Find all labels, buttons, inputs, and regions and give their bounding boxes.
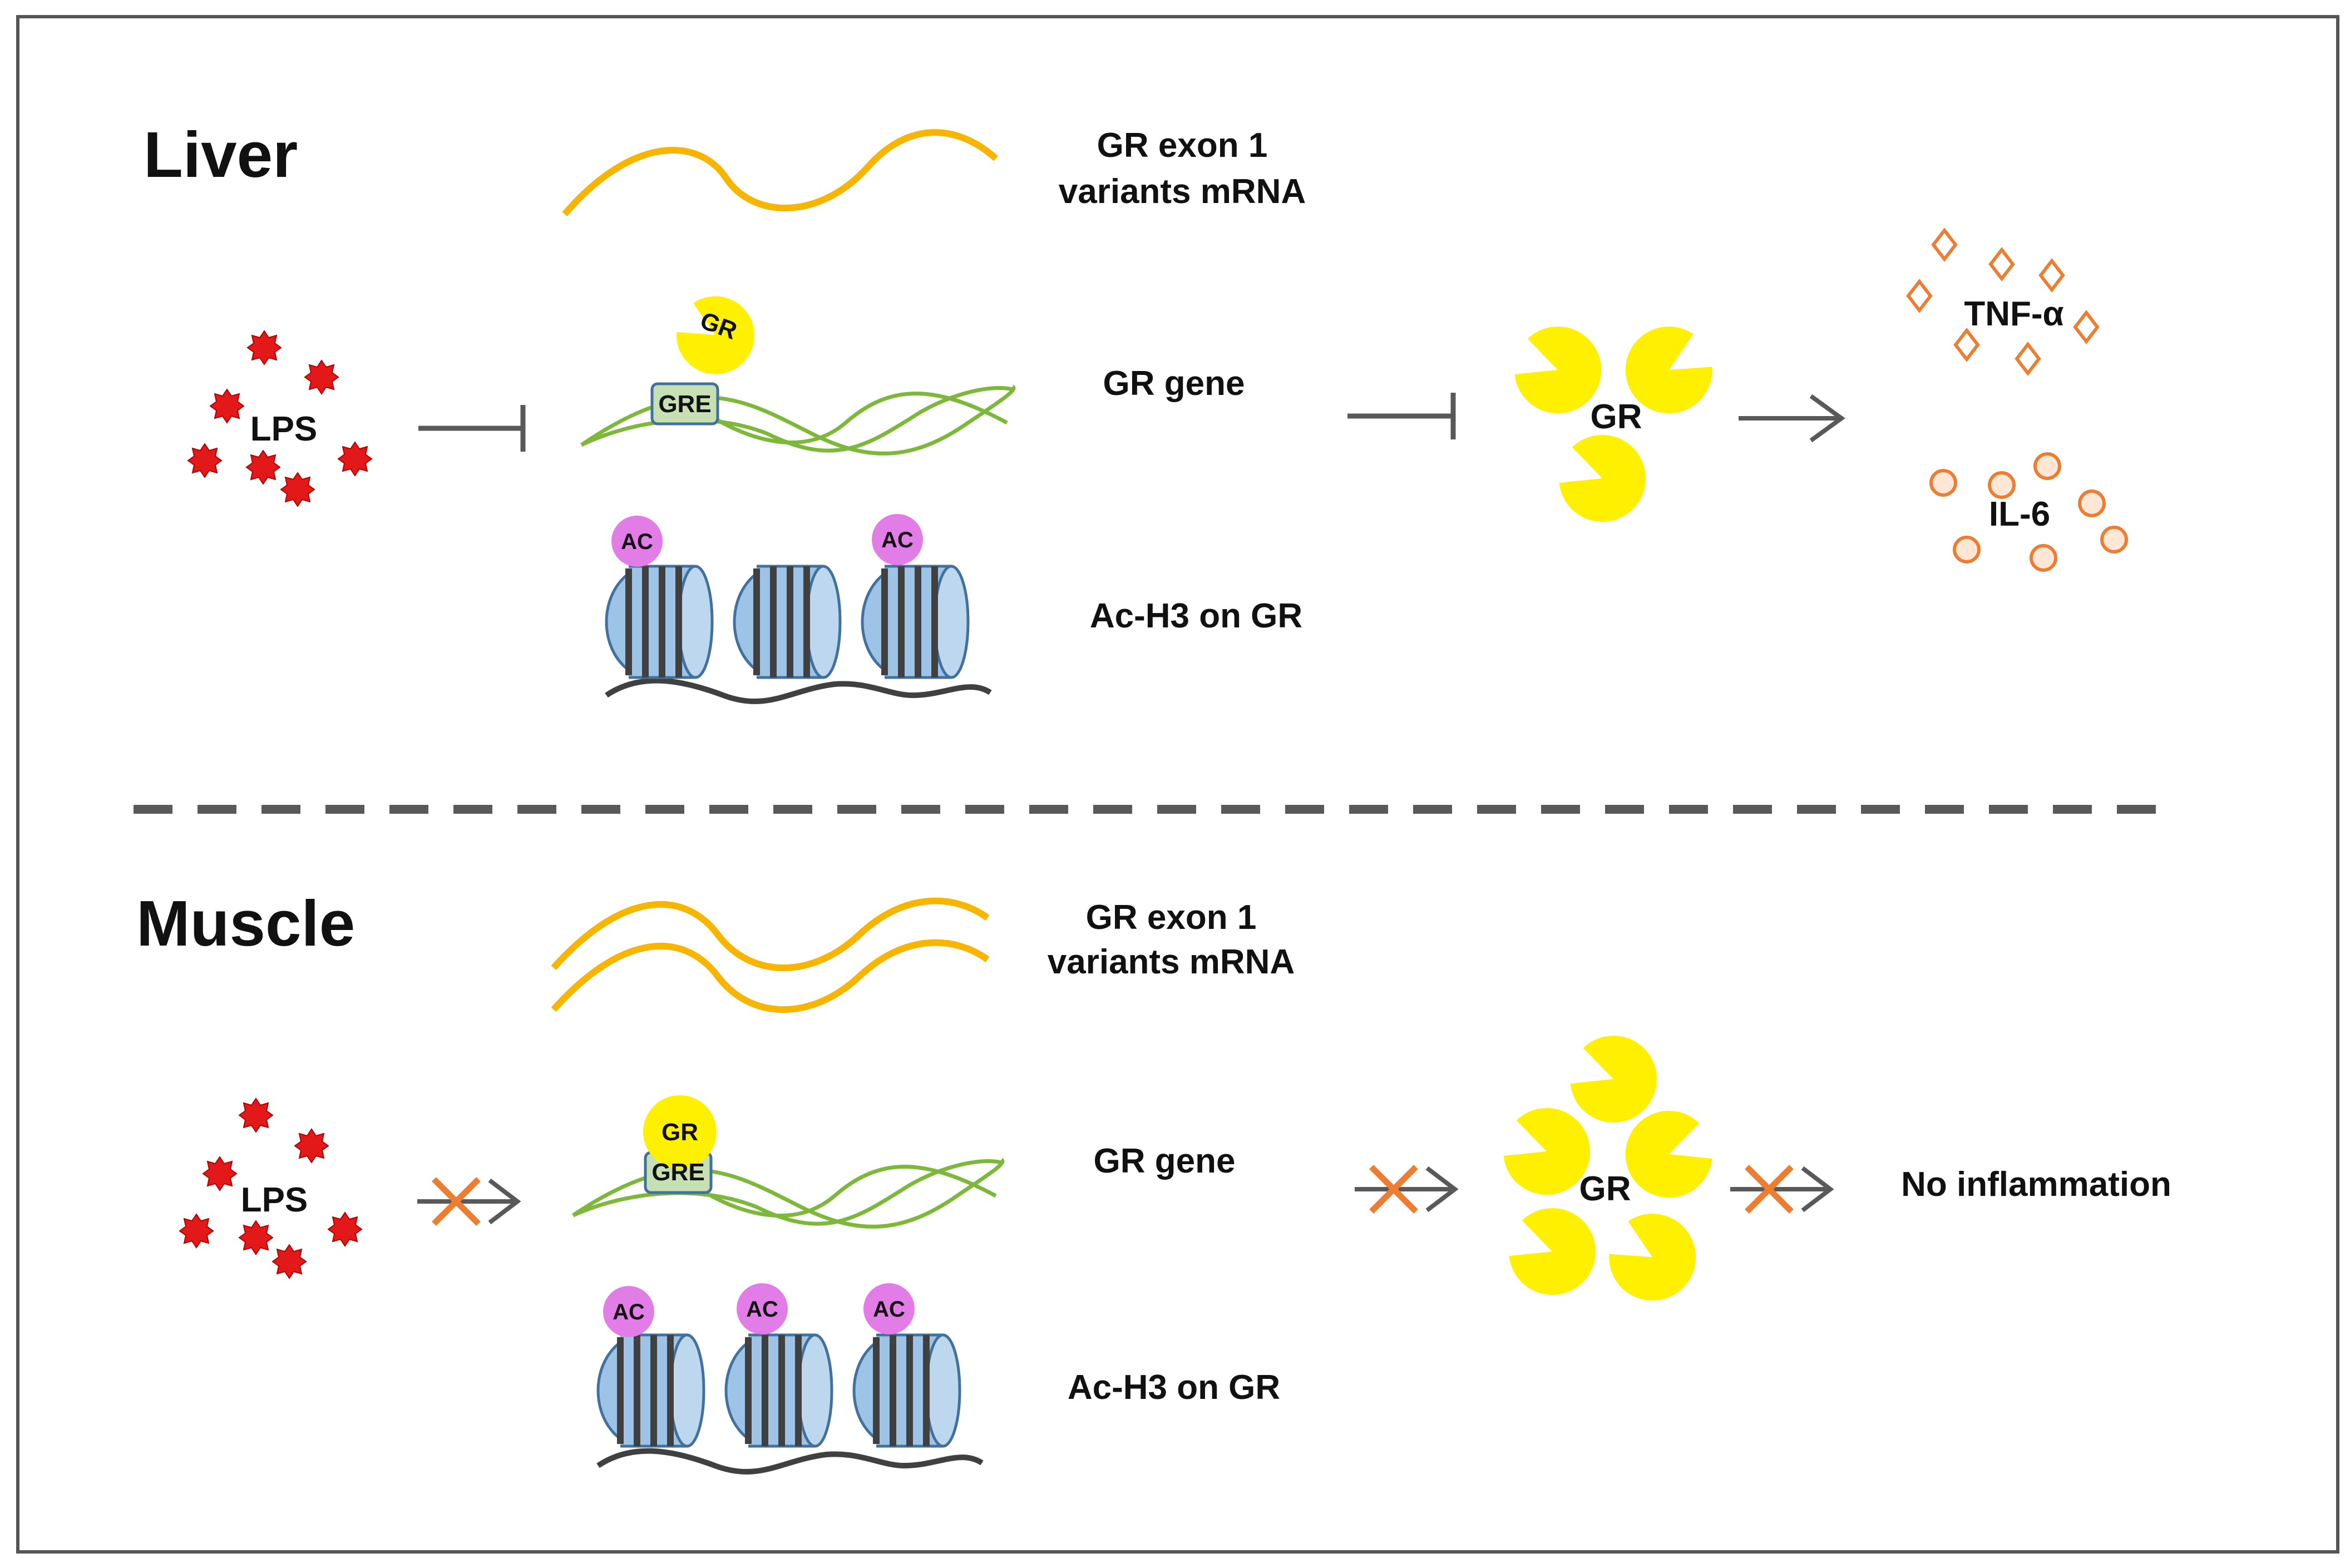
liver-lps-label: LPS — [250, 410, 318, 448]
liver-mrna-label-2: variants mRNA — [1059, 172, 1306, 211]
liver-gr-protein-label: GR — [1591, 398, 1642, 436]
muscle-ac-label-1: AC — [613, 1300, 645, 1324]
liver-tnf-cluster: TNF-α — [1908, 230, 2097, 373]
liver-nucleosome — [734, 566, 840, 677]
liver-nucleosome — [862, 566, 968, 677]
muscle-lps-cluster: LPS — [179, 1098, 362, 1279]
muscle-gr-gene-dna: GR GRE — [572, 1095, 1005, 1229]
liver-gre-box — [650, 382, 719, 426]
muscle-outcome-label: No inflammation — [1901, 1165, 2171, 1204]
muscle-gr-proteins: GR — [1495, 1025, 1721, 1317]
outer-frame — [16, 15, 2339, 1554]
lps-star — [179, 1214, 214, 1248]
il6-marker — [1954, 537, 1979, 562]
muscle-ac-label-2: AC — [746, 1297, 778, 1322]
il6-marker — [1931, 471, 1956, 495]
muscle-title: Muscle — [136, 887, 355, 959]
muscle-gene-label: GR gene — [1094, 1142, 1236, 1180]
muscle-ac-mark — [603, 1286, 654, 1337]
il6-marker — [2080, 491, 2104, 516]
muscle-mrna-wave-1 — [551, 897, 990, 971]
il6-marker — [2031, 546, 2056, 570]
liver-il6-label: IL-6 — [1989, 495, 2050, 533]
lps-star — [280, 472, 315, 507]
il6-marker — [2035, 454, 2060, 478]
liver-ac-mark — [611, 516, 663, 567]
muscle-gene-blocked-arrow — [1355, 1165, 1459, 1214]
muscle-lps-label: LPS — [241, 1181, 308, 1219]
muscle-gr-protein-label: GR — [1579, 1170, 1631, 1208]
liver-nucleosome — [606, 566, 712, 677]
lps-star — [328, 1212, 362, 1247]
liver-acetyl-label: Ac-H3 on GR — [1090, 597, 1302, 635]
muscle-mrna-wave-2 — [551, 939, 990, 1013]
muscle-panel: Muscle GR exon 1 variants mRNA LPS — [136, 887, 2171, 1475]
liver-gr-bound — [677, 296, 755, 374]
muscle-gr-bound-label: GR — [661, 1119, 698, 1146]
liver-title: Liver — [144, 118, 298, 191]
muscle-ac-mark — [737, 1283, 788, 1334]
muscle-acetyl-label: Ac-H3 on GR — [1068, 1368, 1280, 1407]
liver-tnf-label: TNF-α — [1964, 295, 2063, 333]
liver-mrna-wave — [562, 129, 999, 216]
lps-star — [239, 1220, 273, 1255]
liver-chromatin: AC AC — [606, 514, 992, 704]
muscle-gre-label: GRE — [651, 1159, 704, 1186]
lps-star — [246, 450, 280, 484]
muscle-lps-blocked-arrow — [417, 1177, 521, 1226]
liver-gr-gene-dna: GRE — [580, 382, 1016, 456]
muscle-ac-mark — [863, 1283, 915, 1334]
muscle-mrna-label-1: GR exon 1 — [1086, 898, 1257, 937]
lps-star — [187, 443, 222, 478]
lps-star — [239, 1098, 273, 1132]
lps-star — [294, 1129, 329, 1163]
lps-star — [210, 389, 244, 423]
liver-ac-mark — [872, 514, 923, 565]
muscle-mrna-label-2: variants mRNA — [1048, 943, 1295, 981]
muscle-nucleosome — [598, 1335, 704, 1446]
il6-marker — [2102, 527, 2126, 552]
liver-ac-label-1: AC — [621, 530, 653, 554]
liver-lps-inhibition — [418, 405, 526, 452]
lps-star — [203, 1156, 237, 1191]
lps-star — [338, 442, 372, 476]
liver-panel: Liver GR exon 1 variants mRNA LPS G — [144, 118, 2126, 704]
liver-ac-label-2: AC — [881, 528, 914, 552]
lps-star — [272, 1244, 307, 1279]
lps-star — [247, 330, 282, 365]
liver-gre-label: GRE — [658, 390, 711, 418]
muscle-gr-bound — [643, 1095, 717, 1169]
liver-activation-arrow — [1739, 394, 1845, 443]
liver-mrna-label-1: GR exon 1 — [1097, 126, 1268, 165]
muscle-nucleosome — [726, 1335, 832, 1446]
muscle-gr-blocked-arrow — [1730, 1165, 1834, 1214]
muscle-nucleosome — [854, 1335, 960, 1446]
liver-gene-inhibition — [1347, 393, 1456, 439]
liver-il6-cluster: IL-6 — [1931, 454, 2126, 570]
lps-star — [304, 360, 339, 394]
liver-gene-label: GR gene — [1103, 364, 1245, 403]
il6-marker — [1989, 473, 2014, 497]
liver-gr-proteins: GR — [1506, 313, 1725, 535]
liver-lps-cluster: LPS — [187, 330, 372, 507]
muscle-chromatin: AC AC AC — [598, 1283, 984, 1475]
muscle-ac-label-3: AC — [873, 1297, 905, 1322]
